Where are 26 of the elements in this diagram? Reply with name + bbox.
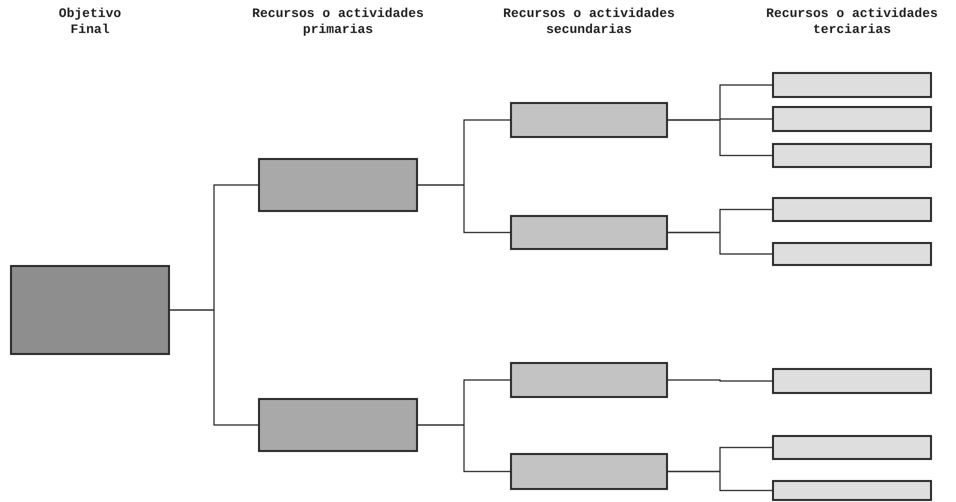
box: [772, 480, 932, 501]
box: [510, 453, 668, 490]
column-heading: Recursos o actividades terciarias: [765, 6, 939, 38]
connector-line: [418, 184, 510, 234]
connector-line: [668, 379, 772, 382]
box: [772, 106, 932, 132]
box: [772, 197, 932, 222]
box: [772, 143, 932, 168]
connector-line: [668, 119, 772, 156]
box: [772, 435, 932, 460]
box: [258, 398, 418, 452]
column-heading: Objetivo Final: [58, 6, 122, 38]
box: [772, 242, 932, 266]
box: [258, 158, 418, 212]
box: [772, 368, 932, 394]
box: [510, 215, 668, 250]
connector-line: [668, 470, 772, 492]
column-heading: Recursos o actividades secundarias: [502, 6, 676, 38]
connector-line: [418, 424, 510, 472]
connector-line: [668, 232, 772, 255]
box: [772, 72, 932, 98]
connector-line: [170, 309, 258, 426]
box: [10, 265, 170, 355]
box: [510, 102, 668, 138]
box: [510, 362, 668, 398]
column-heading: Recursos o actividades primarias: [251, 6, 425, 38]
